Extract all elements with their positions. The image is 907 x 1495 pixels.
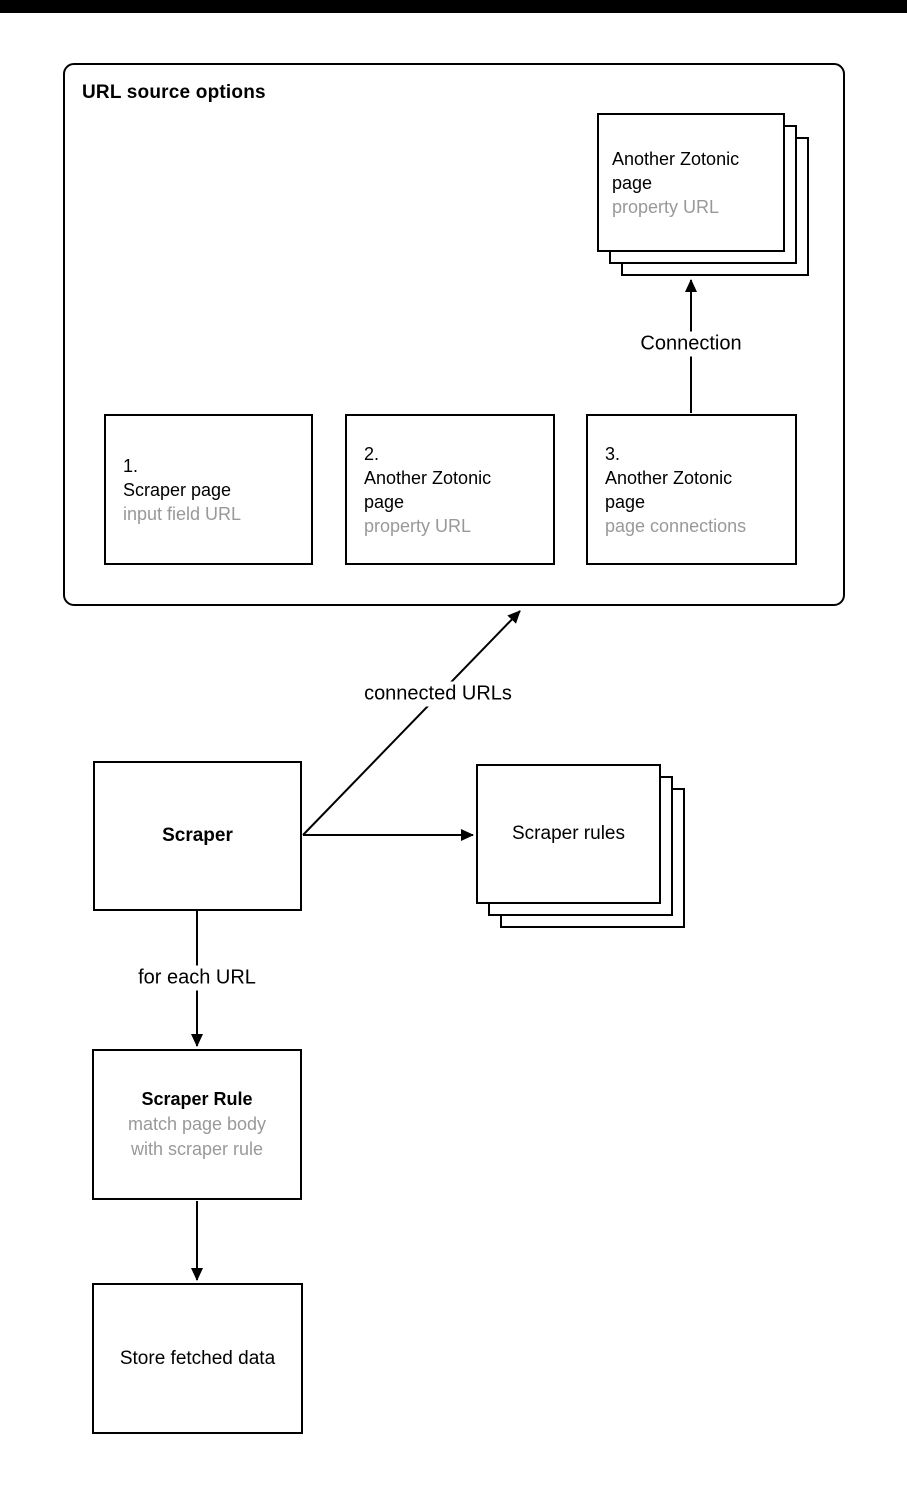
option-line: Another Zotonic (605, 467, 733, 488)
option-number: 3. (605, 443, 621, 464)
option-detail: page connections (605, 515, 747, 536)
option-number: 1. (123, 455, 139, 476)
scraper-rules-label: Scraper rules (512, 823, 625, 844)
store-fetched-data-box: Store fetched data (92, 1283, 303, 1434)
connected-zotonic-page-card: Another Zotonic page property URL (597, 113, 785, 252)
card-detail: property URL (612, 196, 720, 217)
group-title: URL source options (82, 82, 266, 103)
scraper-rule-detail: with scraper rule (130, 1139, 264, 1159)
scraper-rule-detail: match page body (127, 1114, 267, 1134)
connected-urls-arrow (302, 610, 521, 836)
option-detail: input field URL (123, 503, 242, 524)
scraper-rule-title: Scraper Rule (141, 1089, 253, 1109)
store-label: Store fetched data (119, 1347, 276, 1369)
option-line: page (605, 491, 646, 512)
option-line: page (364, 491, 405, 512)
url-source-options-group (63, 63, 845, 606)
option-2-zotonic-page-box: 2. Another Zotonic page property URL (345, 414, 555, 565)
connected-urls-label: connected URLs (357, 681, 519, 707)
option-3-zotonic-page-box: 3. Another Zotonic page page connections (586, 414, 797, 565)
option-line: Another Zotonic (364, 467, 492, 488)
scraper-rules-card: Scraper rules (476, 764, 661, 904)
card-line: Another Zotonic (612, 148, 740, 169)
scraper-box: Scraper (93, 761, 302, 911)
top-bar (0, 0, 907, 13)
card-line: page (612, 172, 653, 193)
scraper-label: Scraper (162, 825, 233, 846)
for-each-url-label: for each URL (131, 965, 263, 991)
option-detail: property URL (364, 515, 472, 536)
option-line: Scraper page (123, 479, 232, 500)
connection-label: Connection (633, 331, 749, 357)
option-1-scraper-page-box: 1. Scraper page input field URL (104, 414, 313, 565)
scraper-rule-box: Scraper Rule match page body with scrape… (92, 1049, 302, 1200)
option-number: 2. (364, 443, 380, 464)
